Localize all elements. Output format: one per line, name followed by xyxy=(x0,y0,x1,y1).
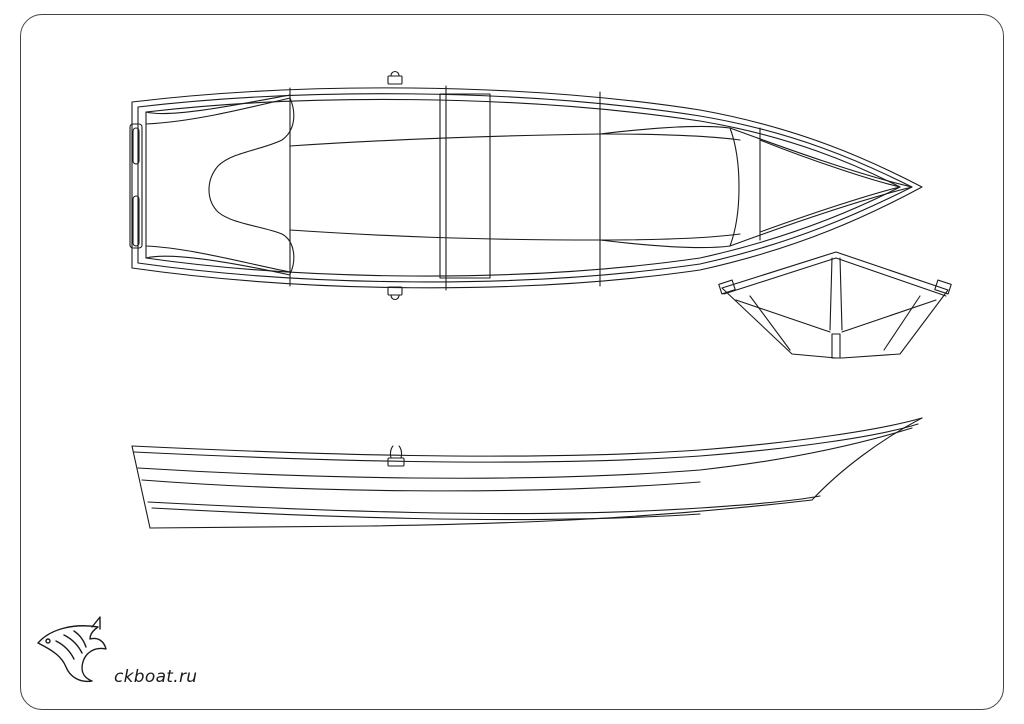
bow-panel-left xyxy=(749,295,791,351)
fwd-deck-edge-upper xyxy=(599,125,731,135)
plan-outer-hull xyxy=(131,87,923,289)
profile-chine xyxy=(147,495,821,515)
bow-sheer-left xyxy=(723,257,837,295)
profile-oarlock-icon xyxy=(387,445,405,467)
floor-line-upper xyxy=(289,133,741,147)
bow-gunwale-right xyxy=(934,279,952,295)
transom-board xyxy=(129,123,143,249)
transom-slot-upper xyxy=(132,127,140,165)
bow-stem-right xyxy=(839,257,843,331)
bow-line-upper xyxy=(729,127,913,188)
bow-chine-left xyxy=(735,299,831,333)
transom-slot-lower xyxy=(132,195,140,247)
bow-chine-right xyxy=(841,299,937,333)
bow-stem-left xyxy=(829,257,833,331)
profile-sheer-2 xyxy=(133,423,919,463)
profile-bow-stem xyxy=(811,417,923,501)
stern-seat-diag-upper xyxy=(145,97,291,125)
bow-panel-right xyxy=(883,295,921,351)
fwd-bulkhead xyxy=(729,127,740,247)
bow-view xyxy=(718,251,952,359)
stern-seat-diag-lower xyxy=(145,245,291,273)
profile-view xyxy=(131,417,923,529)
bow-keel xyxy=(831,333,841,359)
oarlock-top-icon xyxy=(387,70,403,85)
brand-site-label[interactable]: ckboat.ru xyxy=(114,667,198,687)
stern-knee-upper xyxy=(145,94,291,115)
stern-knee-lower xyxy=(145,255,291,276)
plan-gunwale-inner-1 xyxy=(137,93,913,283)
plan-gunwale-inner-2 xyxy=(145,98,901,277)
middle-thwart xyxy=(439,93,491,279)
bow-outer-hull xyxy=(721,251,949,359)
aft-seat-cutout xyxy=(208,97,295,275)
oarlock-bottom-icon xyxy=(387,286,403,301)
bow-line-inner-lower xyxy=(759,186,901,233)
drawing-sheet-border xyxy=(20,14,1004,710)
bow-gunwale-left xyxy=(718,279,736,295)
bow-line-inner-upper xyxy=(759,139,901,188)
profile-sheer xyxy=(131,417,923,457)
bow-sheer-right xyxy=(835,257,947,297)
profile-stern xyxy=(131,445,151,529)
profile-bottom xyxy=(149,499,813,529)
fwd-deck-edge-lower xyxy=(599,239,731,249)
profile-rub-strake xyxy=(137,427,913,479)
plan-view xyxy=(129,70,923,301)
bow-line-lower xyxy=(729,186,913,247)
profile-chine-2 xyxy=(151,507,701,521)
profile-strake-line xyxy=(141,479,701,492)
shark-logo-icon xyxy=(37,616,107,683)
floor-line-lower xyxy=(289,229,741,241)
